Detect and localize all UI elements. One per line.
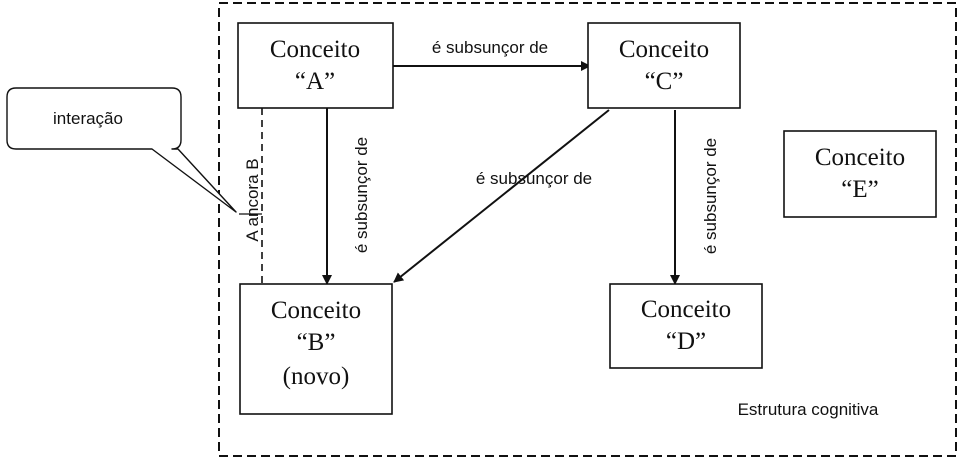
concept-c-node: Conceito “C” <box>587 22 741 109</box>
concept-b-letter: “B” <box>297 329 336 356</box>
concept-a-title: Conceito <box>270 36 360 63</box>
relation-label-a-anchors-b: A ancora B <box>243 158 262 241</box>
concept-b-node: Conceito “B” (novo) <box>239 283 393 415</box>
cognitive-structure-region <box>218 2 957 457</box>
concept-b-title: Conceito <box>271 297 361 324</box>
interaction-callout-text: interação <box>53 109 123 128</box>
concept-b-new-tag: (novo) <box>283 363 350 390</box>
concept-a-letter: “A” <box>295 68 335 95</box>
interaction-callout-bubble <box>6 87 237 213</box>
concept-e-node: Conceito “E” <box>783 130 937 218</box>
concept-d-node: Conceito “D” <box>609 283 763 369</box>
relation-label-c-to-d: é subsunçor de <box>701 138 720 254</box>
relation-label-a-to-b: é subsunçor de <box>352 137 371 253</box>
concept-c-title: Conceito <box>619 36 709 63</box>
cognitive-structure-label: Estrutura cognitiva <box>738 400 879 419</box>
relation-label-a-to-c: é subsunçor de <box>432 38 548 57</box>
arrow-c-to-b <box>393 109 610 283</box>
concept-c-letter: “C” <box>645 68 684 95</box>
relation-label-c-to-b: é subsunçor de <box>476 169 592 188</box>
concept-e-title: Conceito <box>815 144 905 171</box>
concept-d-title: Conceito <box>641 296 731 323</box>
concept-d-letter: “D” <box>666 328 706 355</box>
concept-a-node: Conceito “A” <box>237 22 394 109</box>
concept-e-letter: “E” <box>841 176 878 203</box>
